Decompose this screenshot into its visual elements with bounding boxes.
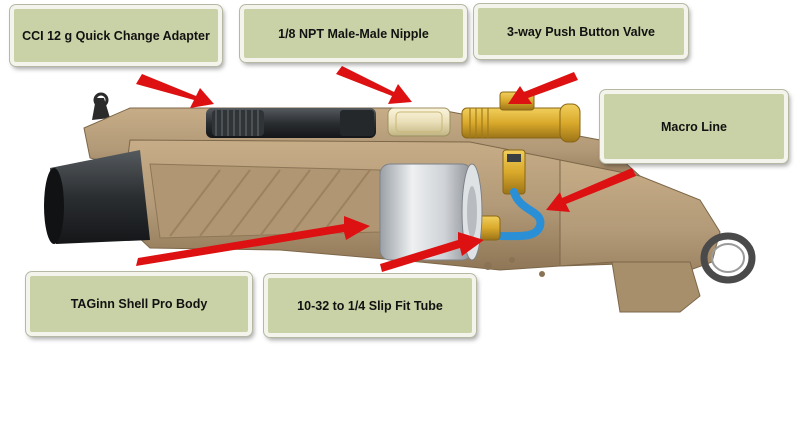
label-macro-line: Macro Line: [600, 90, 788, 163]
arrow-shell: [136, 216, 370, 266]
annotation-arrows: [136, 66, 636, 272]
arrow-macro: [546, 168, 636, 212]
arrow-cci: [136, 74, 214, 108]
npt-nipple-part: [387, 107, 451, 137]
cci-adapter-part: [206, 108, 376, 138]
arrow-slip: [380, 232, 484, 272]
label-slip-fit-tube: 10-32 to 1/4 Slip Fit Tube: [264, 274, 476, 337]
macro-line-tube: [496, 188, 545, 241]
launcher-body: [44, 92, 756, 313]
arrow-valve: [508, 72, 578, 104]
push-button-valve-part: [461, 91, 581, 195]
label-npt-nipple: 1/8 NPT Male-Male Nipple: [240, 5, 467, 62]
label-cci-adapter: CCI 12 g Quick Change Adapter: [10, 5, 222, 66]
label-shell-pro-body: TAGinn Shell Pro Body: [26, 272, 252, 336]
label-push-button-valve: 3-way Push Button Valve: [474, 4, 688, 59]
arrow-npt: [336, 66, 412, 104]
